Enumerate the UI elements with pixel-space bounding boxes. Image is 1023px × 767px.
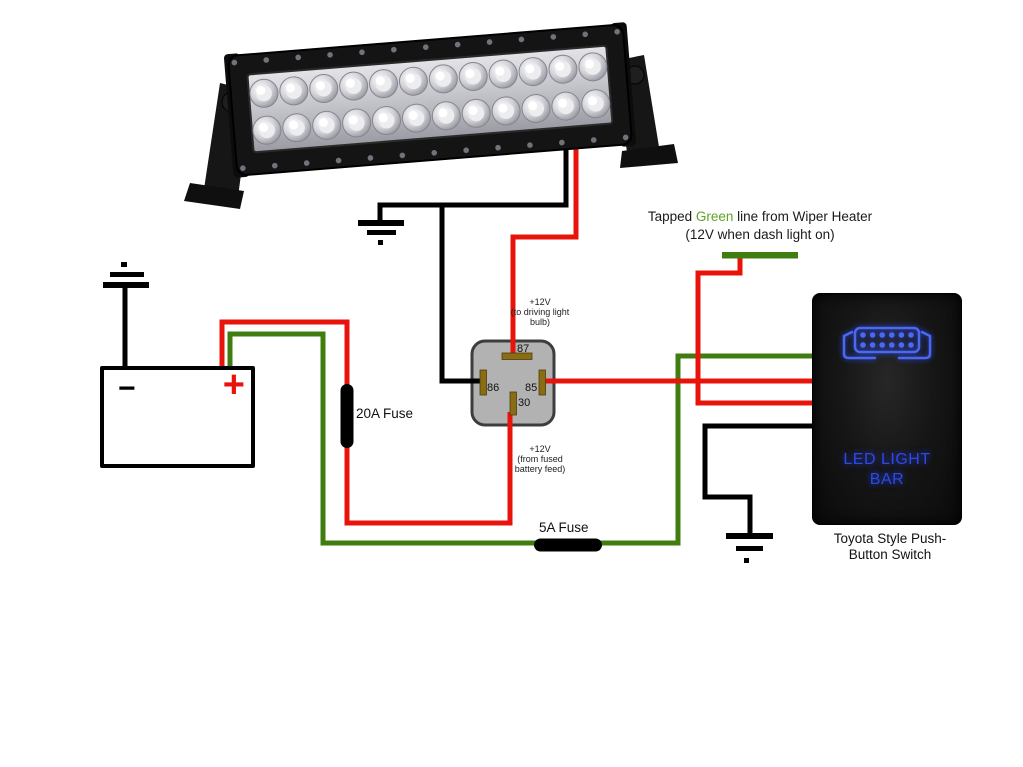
- relay-bottom-note-line2: (from fused: [517, 454, 563, 464]
- tapped-green-line-segment: [722, 252, 798, 259]
- relay-bottom-note-line1: +12V: [529, 444, 551, 454]
- relay-pin-30: [509, 391, 517, 416]
- wire-red-battery-to-relay-30: [219, 319, 513, 526]
- relay-pin-85-label: 85: [525, 382, 538, 394]
- lightbar-body: [223, 22, 637, 178]
- wire-black-lightbar-ground: [377, 120, 569, 221]
- relay-pin-86-label: 86: [487, 382, 500, 394]
- fuse-20a-label: 20A Fuse: [356, 406, 414, 421]
- relay-top-note-line2: (to driving light: [510, 307, 570, 317]
- push-button-switch[interactable]: LED LIGHT BAR: [812, 293, 962, 525]
- tap-note: Tapped Green line from Wiper Heater (12V…: [630, 208, 890, 244]
- tap-note-line1: Tapped Green line from Wiper Heater: [630, 208, 890, 226]
- relay-pin-87-label: 87: [517, 343, 530, 355]
- relay-top-note-line3: bulb): [529, 317, 550, 327]
- switch-led-text-line1: LED LIGHT: [843, 451, 931, 468]
- battery-negative-terminal: −: [118, 372, 136, 405]
- switch-led-text: LED LIGHT BAR: [813, 450, 961, 490]
- relay-top-note: +12V (to driving light bulb): [480, 297, 600, 327]
- relay-pin-30-label: 30: [518, 397, 531, 409]
- relay-top-note-line1: +12V: [529, 297, 551, 307]
- wire-black-to-relay-86: [439, 203, 482, 384]
- wire-black-switch-ground: [702, 423, 812, 534]
- tap-note-post: line from Wiper Heater: [733, 209, 873, 224]
- led-array: [249, 52, 611, 145]
- tap-note-green-word: Green: [695, 209, 734, 224]
- relay-pin-86: [479, 369, 487, 396]
- relay-pin-87: [501, 352, 533, 360]
- switch-led-text-line2: BAR: [869, 471, 905, 488]
- battery: − +: [100, 364, 255, 468]
- fuse-20a: [340, 384, 354, 448]
- relay-bottom-note-line3: battery feed): [514, 464, 566, 474]
- wire-red-tap-to-switch: [695, 252, 812, 406]
- wire-red-lightbar-to-relay-87: [510, 120, 579, 356]
- switch-caption-line1: Toyota Style Push-: [833, 531, 947, 546]
- relay-pin-85: [538, 369, 546, 396]
- relay-bottom-note: +12V (from fused battery feed): [480, 444, 600, 474]
- led-light-bar-icon: [842, 326, 932, 360]
- fuse-5a: [534, 538, 602, 552]
- lightbar-screws: [230, 27, 630, 173]
- tap-note-pre: Tapped: [647, 209, 696, 224]
- switch-caption-line2: Button Switch: [848, 547, 932, 562]
- switch-caption: Toyota Style Push- Button Switch: [808, 531, 972, 563]
- battery-positive-terminal: +: [222, 364, 245, 406]
- wire-green-accessory-circuit: [227, 331, 812, 546]
- ground-symbol-switch: [726, 533, 773, 563]
- relay-pins: [479, 352, 546, 416]
- led-light-bar-image: [184, 22, 678, 209]
- ground-symbol-battery: [103, 262, 149, 288]
- ground-symbol-lightbar: [358, 220, 404, 245]
- tap-note-line2: (12V when dash light on): [685, 227, 835, 242]
- fuse-5a-label: 5A Fuse: [539, 520, 589, 535]
